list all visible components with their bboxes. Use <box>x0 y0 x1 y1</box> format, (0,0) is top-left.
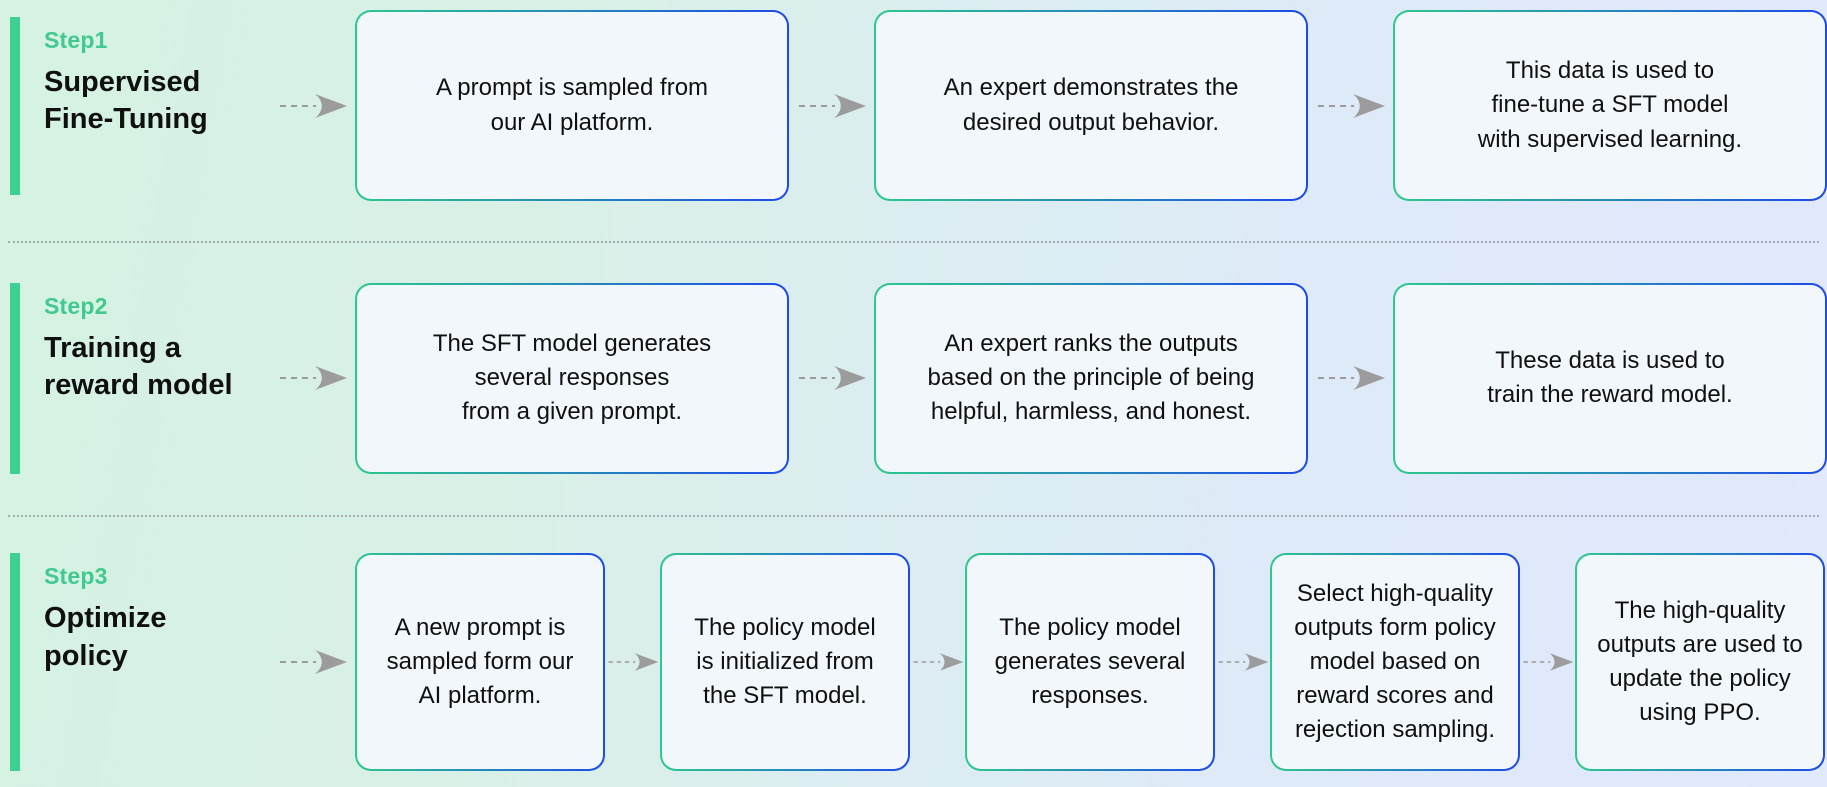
step2-label-block: Step2 Training a reward model <box>10 282 270 474</box>
process-box: The policy model generates several respo… <box>965 553 1215 771</box>
process-box-text: A prompt is sampled from our AI platform… <box>435 74 709 136</box>
step3-row: Step3 Optimize policy A new prompt is sa… <box>0 515 1827 787</box>
arrow-icon <box>1317 366 1385 390</box>
step2-title: Training a reward model <box>44 331 233 402</box>
process-box: An expert ranks the outputs based on the… <box>874 283 1308 474</box>
arrow-icon <box>798 93 866 118</box>
flow-arrow <box>270 365 355 391</box>
step3-label-block: Step3 Optimize policy <box>10 553 270 771</box>
flow-arrow <box>1308 365 1393 391</box>
flow-arrow <box>270 93 355 119</box>
process-box: The SFT model generates several response… <box>355 283 789 474</box>
process-box: A new prompt is sampled form our AI plat… <box>355 553 605 771</box>
process-box-text: The SFT model generates several response… <box>432 329 712 426</box>
step1-row: Step1 Supervised Fine-Tuning A prompt is… <box>0 0 1827 241</box>
step3-accent-bar <box>10 553 20 771</box>
step1-accent-bar <box>10 16 20 195</box>
step2-accent-bar <box>10 282 20 474</box>
arrow-icon <box>912 653 963 671</box>
flow-arrow <box>605 652 660 672</box>
step1-title: Supervised Fine-Tuning <box>44 65 208 136</box>
process-box-text: Select high-quality outputs form policy … <box>1294 579 1496 744</box>
process-box: The high-quality outputs are used to upd… <box>1575 553 1825 771</box>
arrow-icon <box>279 93 347 118</box>
step2-number: Step2 <box>44 292 108 319</box>
flow-arrow <box>1520 652 1575 672</box>
arrow-icon <box>798 366 866 390</box>
flow-arrow <box>270 649 355 675</box>
flow-arrow <box>789 365 874 391</box>
flow-arrow <box>910 652 965 672</box>
process-box: These data is used to train the reward m… <box>1393 283 1827 474</box>
step1-label-block: Step1 Supervised Fine-Tuning <box>10 16 270 195</box>
process-box-text: An expert demonstrates the desired outpu… <box>943 74 1239 136</box>
step3-title: Optimize policy <box>44 602 167 672</box>
process-box-text: A new prompt is sampled form our AI plat… <box>386 613 574 710</box>
process-box-text: The high-quality outputs are used to upd… <box>1597 596 1803 727</box>
step3-label-text: Step3 Optimize policy <box>44 553 166 771</box>
flow-arrow <box>1308 93 1393 119</box>
arrow-icon <box>1317 93 1385 118</box>
step1-label-text: Step1 Supervised Fine-Tuning <box>44 17 208 195</box>
process-box-text: These data is used to train the reward m… <box>1487 346 1733 408</box>
arrow-icon <box>1217 653 1268 671</box>
process-box: A prompt is sampled from our AI platform… <box>355 10 789 201</box>
process-box-text: The policy model is initialized from the… <box>694 613 876 710</box>
flow-arrow <box>1215 652 1270 672</box>
step1-number: Step1 <box>44 26 108 53</box>
row-divider <box>8 515 1819 517</box>
process-box-text: This data is used to fine-tune a SFT mod… <box>1477 57 1743 153</box>
process-box-text: An expert ranks the outputs based on the… <box>927 329 1255 426</box>
step2-label-text: Step2 Training a reward model <box>44 283 233 474</box>
process-box-text: The policy model generates several respo… <box>994 613 1186 710</box>
arrow-icon <box>279 366 347 390</box>
row-divider <box>8 241 1819 243</box>
process-box: This data is used to fine-tune a SFT mod… <box>1393 10 1827 201</box>
flow-arrow <box>789 93 874 119</box>
step3-number: Step3 <box>44 563 108 589</box>
process-box: An expert demonstrates the desired outpu… <box>874 10 1308 201</box>
arrow-icon <box>279 650 347 674</box>
arrow-icon <box>1522 653 1573 671</box>
step2-row: Step2 Training a reward model The SFT mo… <box>0 241 1827 515</box>
arrow-icon <box>607 653 658 671</box>
process-box: The policy model is initialized from the… <box>660 553 910 771</box>
process-box: Select high-quality outputs form policy … <box>1270 553 1520 771</box>
